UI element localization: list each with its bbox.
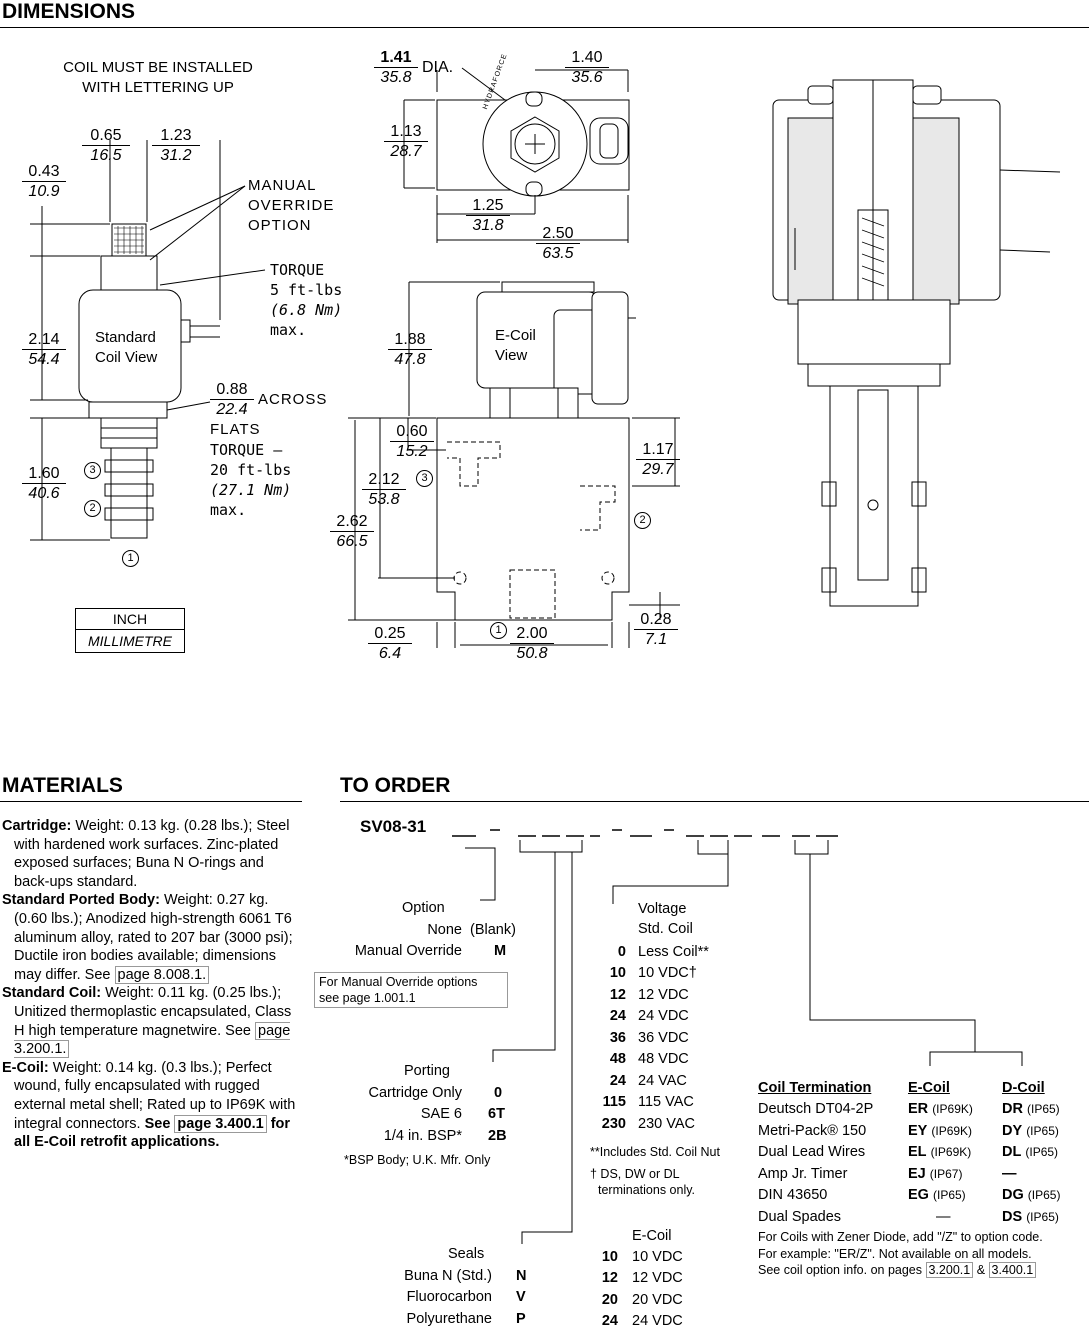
table-row: None(Blank) xyxy=(330,919,530,941)
voltage-title: Voltage xyxy=(638,898,686,920)
coil-option-link-2[interactable]: 3.400.1 xyxy=(989,1262,1037,1278)
seals-title: Seals xyxy=(448,1243,484,1265)
coil-option-link-1[interactable]: 3.200.1 xyxy=(926,1262,974,1278)
table-row: Coil Termination E-Coil D-Coil xyxy=(758,1077,1082,1099)
porting-title: Porting xyxy=(404,1060,450,1082)
option-title: Option xyxy=(402,897,445,919)
table-row: Dual Spades— DS (IP65) xyxy=(758,1206,1082,1228)
table-row: 1/4 in. BSP*2B xyxy=(330,1125,534,1147)
voltage-note-2: † DS, DW or DL terminations only. xyxy=(590,1166,695,1198)
ecoil-voltage-title: E-Coil xyxy=(632,1225,671,1247)
termination-table: Coil Termination E-Coil D-Coil Deutsch D… xyxy=(758,1077,1082,1228)
zener-note: For Coils with Zener Diode, add "/Z" to … xyxy=(758,1229,1043,1279)
porting-note: *BSP Body; U.K. Mfr. Only xyxy=(344,1152,490,1168)
voltage-note-1: **Includes Std. Coil Nut xyxy=(590,1144,720,1160)
option-note[interactable]: For Manual Override options see page 1.0… xyxy=(314,972,508,1008)
table-row: Buna N (Std.)N xyxy=(360,1265,526,1287)
voltage-subtitle: Std. Coil xyxy=(638,918,693,940)
